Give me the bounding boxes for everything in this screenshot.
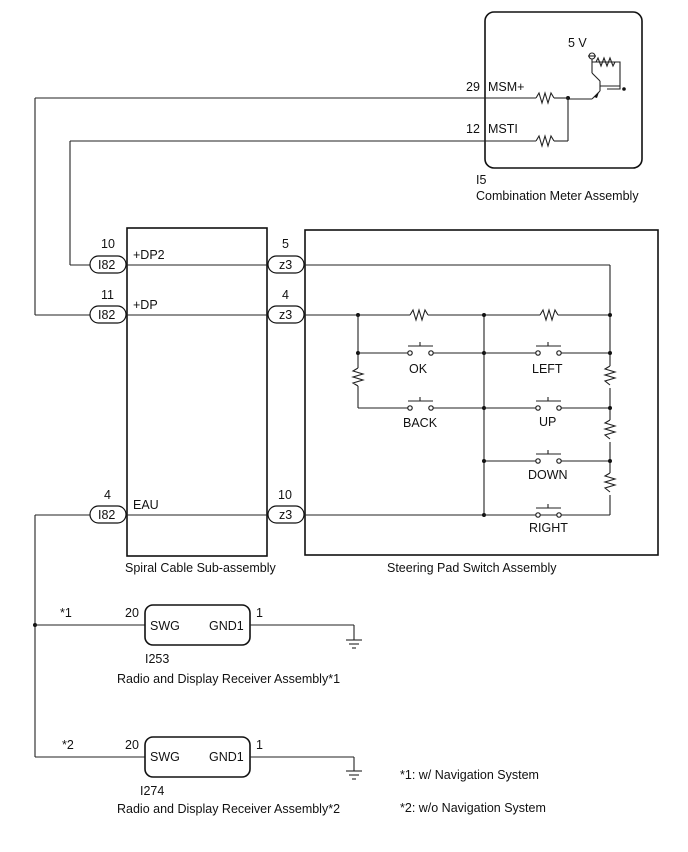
meter-code: I5	[476, 173, 486, 187]
spiral-right-no-4: 4	[282, 288, 289, 302]
spiral-pin-dp: +DP	[133, 298, 158, 312]
ground-icon	[346, 770, 362, 780]
meter-pin-no-msti: 12	[466, 122, 480, 136]
pad-resistor-a	[409, 308, 429, 322]
spiral-cable-name: Spiral Cable Sub-assembly	[125, 561, 277, 575]
transistor-symbol	[591, 72, 601, 82]
note-2: *2: w/o Navigation System	[400, 801, 546, 815]
switch-up-label: UP	[539, 415, 556, 429]
receiver1-name: Radio and Display Receiver Assembly*1	[117, 672, 340, 686]
pad-resistor-e	[603, 419, 617, 440]
pad-resistor-f	[603, 472, 617, 493]
connector-code-i82-b: I82	[98, 308, 115, 322]
receiver1-mark: *1	[60, 606, 72, 620]
spiral-pin-dp2: +DP2	[133, 248, 165, 262]
pad-resistor-c	[351, 367, 365, 387]
receiver1-pin-no-swg: 20	[125, 606, 139, 620]
meter-name: Combination Meter Assembly	[476, 189, 639, 203]
connector-code-z3-c: z3	[279, 508, 292, 522]
receiver2-name: Radio and Display Receiver Assembly*2	[117, 802, 340, 816]
spiral-right-no-10: 10	[278, 488, 292, 502]
meter-pin-msti: MSTI	[488, 122, 518, 136]
receiver1-pin-swg: SWG	[150, 619, 180, 633]
internal-resistor-symbol	[595, 56, 616, 68]
receiver2-code: I274	[140, 784, 164, 798]
connector-code-z3-a: z3	[279, 258, 292, 272]
meter-pin-no-msm: 29	[466, 80, 480, 94]
msm-resistor-symbol	[535, 91, 555, 105]
spiral-pin-eau: EAU	[133, 498, 159, 512]
ground-icon	[346, 639, 362, 649]
receiver2-pin-no-gnd1: 1	[256, 738, 263, 752]
pullup-path	[592, 61, 621, 90]
spiral-pin-no-dp2: 10	[101, 237, 115, 251]
steering-pad-box	[304, 229, 659, 556]
receiver1-pin-gnd1: GND1	[209, 619, 244, 633]
pad-resistor-b	[539, 308, 559, 322]
pad-resistor-d	[603, 365, 617, 386]
switch-down-label: DOWN	[528, 468, 568, 482]
meter-supply-label: 5 V	[568, 36, 587, 50]
receiver2-mark: *2	[62, 738, 74, 752]
spiral-pin-no-eau: 4	[104, 488, 111, 502]
switch-left-label: LEFT	[532, 362, 563, 376]
receiver1-pin-no-gnd1: 1	[256, 606, 263, 620]
receiver2-pin-no-swg: 20	[125, 738, 139, 752]
spiral-right-no-5: 5	[282, 237, 289, 251]
meter-pin-msm: MSM+	[488, 80, 524, 94]
switch-back-label: BACK	[403, 416, 438, 430]
spiral-cable-box	[126, 227, 268, 557]
steering-pad-name: Steering Pad Switch Assembly	[387, 561, 557, 575]
connector-code-i82-c: I82	[98, 508, 115, 522]
spiral-pin-no-dp: 11	[101, 288, 114, 302]
connector-code-z3-b: z3	[279, 308, 292, 322]
receiver1-code: I253	[145, 652, 169, 666]
switch-right-label: RIGHT	[529, 521, 568, 535]
switch-ok-label: OK	[409, 362, 428, 376]
connector-code-i82-a: I82	[98, 258, 115, 272]
combination-meter-box	[484, 11, 643, 169]
note-1: *1: w/ Navigation System	[400, 768, 539, 782]
receiver2-pin-swg: SWG	[150, 750, 180, 764]
receiver2-pin-gnd1: GND1	[209, 750, 244, 764]
msti-resistor-symbol	[535, 134, 555, 148]
